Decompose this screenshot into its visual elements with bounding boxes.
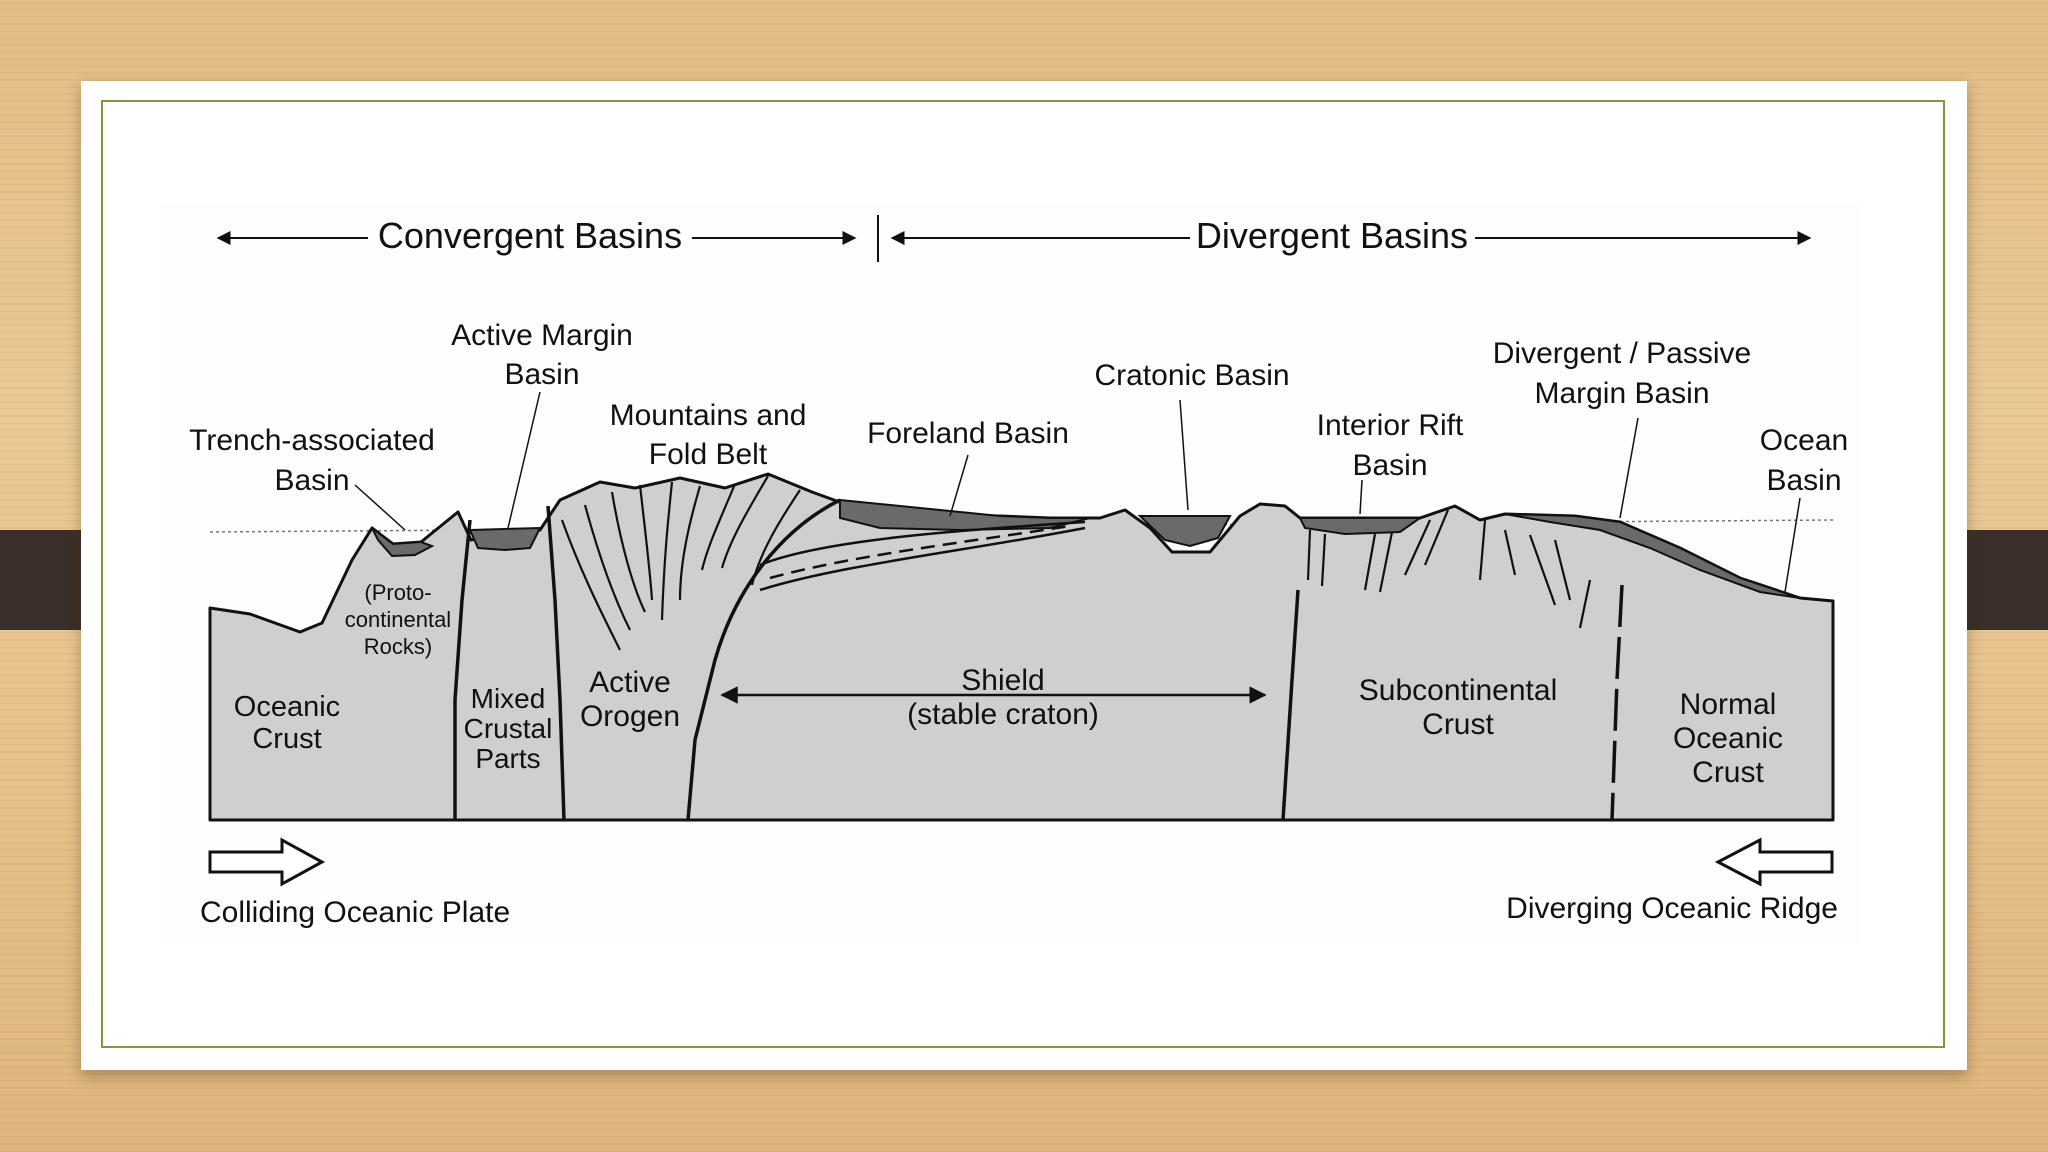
proto-continental-label-2: continental xyxy=(345,607,451,632)
trench-basin-label-2: Basin xyxy=(274,464,349,497)
mountains-label-2: Fold Belt xyxy=(649,438,768,471)
sediment-fills xyxy=(371,498,1801,599)
proto-continental-label-3: Rocks) xyxy=(364,634,432,659)
normal-oceanic-crust-label-1: Normal xyxy=(1680,688,1777,721)
interior-rift-label-2: Basin xyxy=(1352,449,1427,482)
passive-margin-label-1: Divergent / Passive xyxy=(1493,337,1751,370)
diverging-ridge-label: Diverging Oceanic Ridge xyxy=(1506,892,1838,925)
colliding-plate-label: Colliding Oceanic Plate xyxy=(200,896,510,929)
colliding-plate-arrow xyxy=(208,837,326,887)
ocean-basin-label-1: Ocean xyxy=(1760,424,1848,457)
mountains-label-1: Mountains and xyxy=(610,399,807,432)
orogen-fold-lines xyxy=(560,475,801,651)
oceanic-crust-label-2: Crust xyxy=(252,723,321,755)
active-orogen-label-1: Active xyxy=(589,666,671,699)
proto-continental-label-1: (Proto- xyxy=(364,580,431,605)
leader-lines xyxy=(354,391,1801,593)
foreland-sediment-lines xyxy=(759,520,1086,592)
foreland-basin-label: Foreland Basin xyxy=(867,417,1069,450)
subcontinental-crust-label-2: Crust xyxy=(1422,708,1494,741)
rift-fault-lines xyxy=(1306,509,1592,629)
mixed-crust-label-1: Mixed xyxy=(471,683,546,714)
divergent-basins-label: Divergent Basins xyxy=(1196,215,1468,256)
active-margin-basin-label-1: Active Margin xyxy=(451,319,633,352)
diverging-ridge-arrow xyxy=(1714,837,1834,887)
trench-basin-label-1: Trench-associated xyxy=(189,424,435,457)
normal-oceanic-crust-label-3: Crust xyxy=(1692,756,1764,789)
slide-frame xyxy=(101,100,1945,1048)
cratonic-basin-label: Cratonic Basin xyxy=(1094,359,1289,392)
banner-arrows xyxy=(216,215,1812,262)
active-margin-basin-label-2: Basin xyxy=(504,358,579,391)
convergent-basins-label: Convergent Basins xyxy=(378,215,682,256)
passive-margin-label-2: Margin Basin xyxy=(1534,377,1709,410)
mixed-crust-label-2: Crustal xyxy=(464,713,553,744)
interior-rift-label-1: Interior Rift xyxy=(1317,409,1464,442)
oceanic-crust-label-1: Oceanic xyxy=(234,691,340,723)
shield-label: Shield xyxy=(961,664,1044,697)
ocean-basin-label-2: Basin xyxy=(1766,464,1841,497)
shield-sublabel: (stable craton) xyxy=(907,698,1099,731)
active-orogen-label-2: Orogen xyxy=(580,700,680,733)
subcontinental-crust-label-1: Subcontinental xyxy=(1359,674,1558,707)
normal-oceanic-crust-label-2: Oceanic xyxy=(1673,722,1783,755)
mixed-crust-label-3: Parts xyxy=(475,743,540,774)
